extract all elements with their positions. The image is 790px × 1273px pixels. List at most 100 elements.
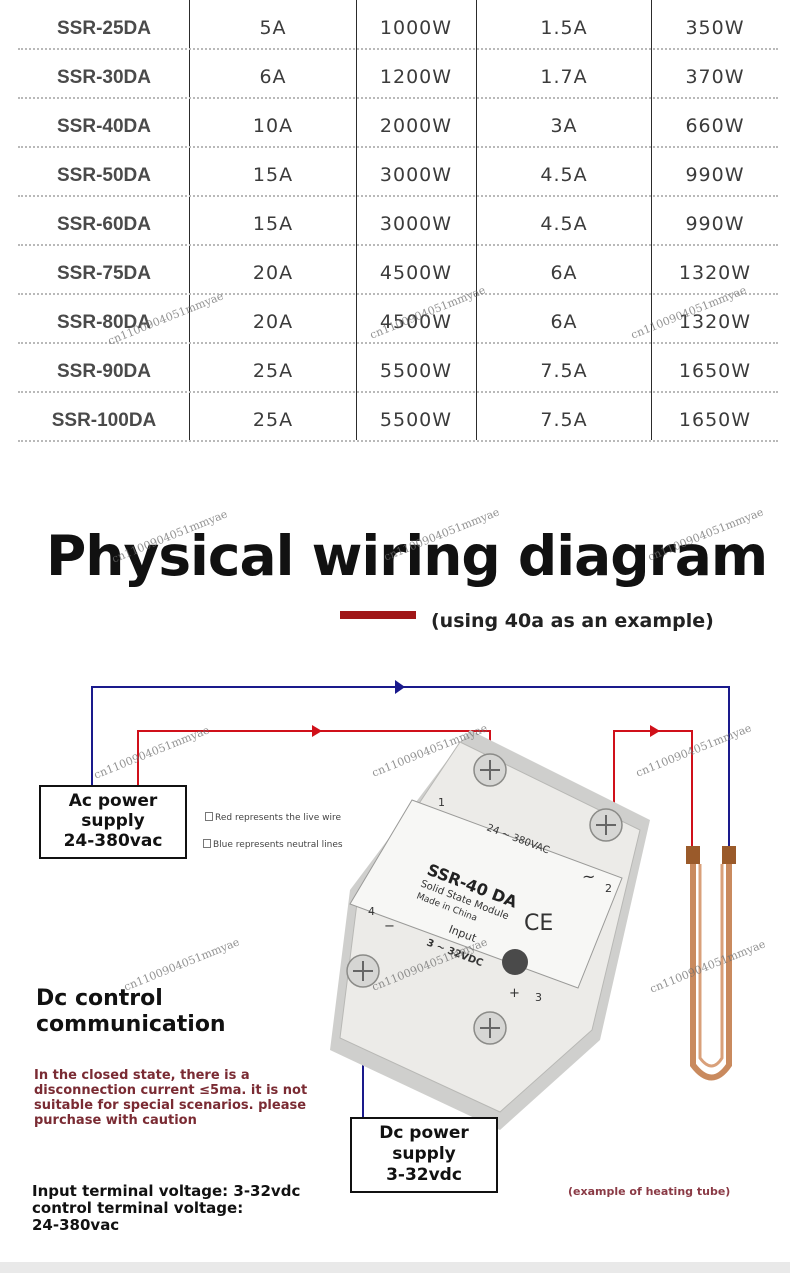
cell: 1320W	[678, 311, 752, 333]
table-row: SSR-75DA 20A 4500W 6A 1320W	[18, 245, 778, 294]
voltage-line3: 24-380vac	[32, 1216, 120, 1234]
table-row: SSR-100DA 25A 5500W 7.5A 1650W	[18, 392, 778, 441]
ac-box-line2: supply	[81, 811, 145, 831]
cell: 20A	[252, 311, 294, 333]
model-cell: SSR-100DA	[51, 410, 157, 431]
model-cell: SSR-50DA	[57, 165, 151, 186]
cell: 2000W	[379, 115, 453, 137]
row-divider	[18, 391, 778, 393]
cell: 1650W	[678, 409, 752, 431]
cell: 1.5A	[540, 17, 588, 39]
plus-label: +	[509, 986, 520, 1001]
arrow-icon	[650, 725, 660, 737]
column-divider	[356, 0, 357, 440]
terminal-3-label: 3	[535, 991, 542, 1004]
dc-box-line3: 3-32vdc	[386, 1165, 462, 1185]
column-divider	[189, 0, 190, 440]
page-title: Physical wiring diagram	[46, 524, 768, 588]
cell: 990W	[685, 164, 745, 186]
column-divider	[651, 0, 652, 440]
cell: 6A	[550, 262, 578, 284]
cell: 20A	[252, 262, 294, 284]
cell: 15A	[252, 164, 294, 186]
cell: 990W	[685, 213, 745, 235]
dc-heading-line2: communication	[36, 1012, 226, 1037]
cell: 7.5A	[540, 360, 588, 382]
cell: 1650W	[678, 360, 752, 382]
square-icon	[203, 839, 211, 848]
model-cell: SSR-90DA	[57, 361, 151, 382]
indicator-led	[502, 949, 528, 975]
cell: 1200W	[379, 66, 453, 88]
tube-terminal	[686, 846, 700, 864]
model-cell: SSR-80DA	[57, 312, 151, 333]
page-subtitle: (using 40a as an example)	[431, 610, 714, 632]
bottom-band	[0, 1262, 790, 1273]
wiring-diagram: SSR-40 DA Solid State Module Made in Chi…	[0, 660, 790, 1260]
legend-neutral-text: Blue represents neutral lines	[213, 840, 343, 850]
cell: 15A	[252, 213, 294, 235]
tilde-label: ~	[582, 867, 595, 886]
table-row: SSR-50DA 15A 3000W 4.5A 990W	[18, 147, 778, 196]
ac-box-line3: 24-380vac	[63, 831, 163, 851]
dc-control-heading: Dc control communication	[36, 986, 226, 1038]
cell: 1320W	[678, 262, 752, 284]
heating-tube	[686, 846, 736, 1081]
tube-element-inner	[698, 864, 724, 1068]
cell: 4500W	[379, 311, 453, 333]
voltage-info: Input terminal voltage: 3-32vdc control …	[32, 1183, 300, 1234]
ce-mark: CE	[524, 911, 553, 936]
model-cell: SSR-30DA	[57, 67, 151, 88]
model-cell: SSR-75DA	[57, 263, 151, 284]
table-row: SSR-30DA 6A 1200W 1.7A 370W	[18, 49, 778, 98]
cell: 4.5A	[540, 164, 588, 186]
ac-power-supply-box: Ac power supply 24-380vac	[39, 785, 187, 859]
accent-bar	[340, 611, 416, 619]
table-row: SSR-40DA 10A 2000W 3A 660W	[18, 98, 778, 147]
cell: 3A	[550, 115, 578, 137]
cell: 25A	[252, 409, 294, 431]
cell: 10A	[252, 115, 294, 137]
module-face	[349, 799, 623, 989]
voltage-line1: Input terminal voltage: 3-32vdc	[32, 1182, 301, 1200]
column-divider	[476, 0, 477, 440]
square-icon	[205, 812, 213, 821]
caution-note: In the closed state, there is a disconne…	[34, 1068, 308, 1128]
row-divider	[18, 97, 778, 99]
row-divider	[18, 440, 778, 442]
neutral-wire	[91, 686, 730, 848]
cell: 3000W	[379, 164, 453, 186]
legend-live-text: Red represents the live wire	[215, 813, 342, 823]
terminal-2-label: 2	[605, 882, 612, 895]
minus-label: −	[384, 919, 395, 934]
table-row: SSR-60DA 15A 3000W 4.5A 990W	[18, 196, 778, 245]
row-divider	[18, 342, 778, 344]
legend-neutral: Blue represents neutral lines	[203, 839, 343, 850]
cell: 25A	[252, 360, 294, 382]
cell: 1000W	[379, 17, 453, 39]
cell: 660W	[685, 115, 745, 137]
cell: 4.5A	[540, 213, 588, 235]
row-divider	[18, 48, 778, 50]
dc-box-line1: Dc power	[379, 1123, 469, 1143]
dc-heading-line1: Dc control	[36, 986, 163, 1011]
arrow-icon	[395, 680, 405, 694]
ac-box-line1: Ac power	[68, 791, 158, 811]
cell: 1.7A	[540, 66, 588, 88]
dc-power-supply-box: Dc power supply 3-32vdc	[350, 1117, 498, 1193]
terminal-1-label: 1	[438, 796, 445, 809]
ssr-module: SSR-40 DA Solid State Module Made in Chi…	[330, 730, 650, 1130]
cell: 6A	[550, 311, 578, 333]
model-cell: SSR-60DA	[57, 214, 151, 235]
table-row: SSR-90DA 25A 5500W 7.5A 1650W	[18, 343, 778, 392]
row-divider	[18, 146, 778, 148]
arrow-icon	[312, 725, 322, 737]
model-cell: SSR-25DA	[57, 18, 151, 39]
voltage-line2: control terminal voltage:	[32, 1199, 244, 1217]
cell: 6A	[259, 66, 287, 88]
cell: 5A	[259, 17, 287, 39]
heating-tube-caption: (example of heating tube)	[568, 1185, 731, 1198]
tube-element	[690, 864, 732, 1081]
terminal-4-label: 4	[368, 905, 375, 918]
cell: 4500W	[379, 262, 453, 284]
